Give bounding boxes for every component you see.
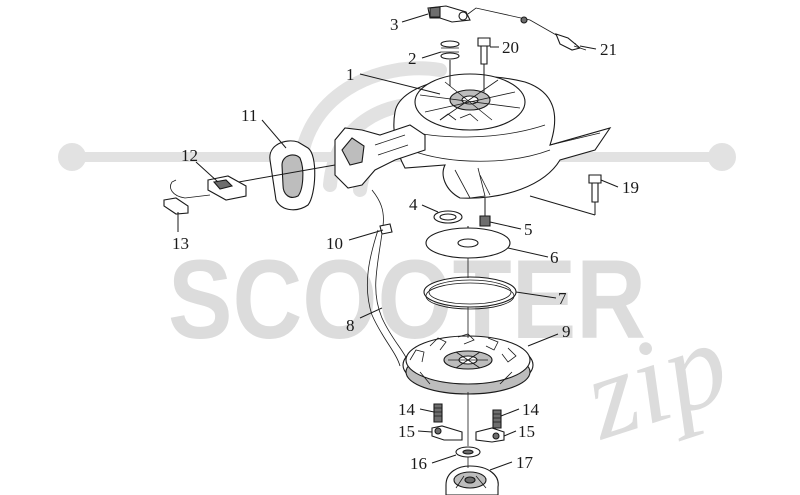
- callout-11: 11: [241, 106, 257, 125]
- callout-7: 7: [558, 289, 567, 308]
- screw-right: [529, 174, 602, 216]
- callout-15-right: 15: [518, 422, 535, 441]
- watermark-brand: SCOOTER: [168, 237, 646, 362]
- callout-labels: 1 2 3 4 5 6 7 8 9 10 11 12 13 14 14 15 1…: [172, 15, 639, 473]
- ratchet-spring-left: [433, 403, 443, 423]
- callout-13: 13: [172, 234, 189, 253]
- callout-1: 1: [346, 65, 355, 84]
- control-cable: [366, 189, 409, 367]
- callout-16: 16: [410, 454, 427, 473]
- callout-20: 20: [502, 38, 519, 57]
- callout-10: 10: [326, 234, 343, 253]
- rope-guide-arm: [334, 124, 426, 189]
- callout-8: 8: [346, 316, 355, 335]
- callout-19: 19: [622, 178, 639, 197]
- callout-21: 21: [600, 40, 617, 59]
- choke-hook: [163, 179, 211, 215]
- callout-9: 9: [562, 322, 571, 341]
- callout-5: 5: [524, 220, 533, 239]
- cable-holder: [207, 175, 247, 201]
- leader-lines: [177, 13, 619, 471]
- callout-2: 2: [408, 49, 417, 68]
- screw-top: [477, 37, 491, 92]
- callout-3: 3: [390, 15, 399, 34]
- callout-17: 17: [516, 453, 534, 472]
- pawl-right: [475, 427, 505, 443]
- starter-housing: [393, 73, 612, 199]
- ratchet-plate: [445, 465, 499, 495]
- cable-end: [467, 7, 587, 51]
- callout-14-left: 14: [398, 400, 416, 419]
- pulley: [402, 333, 534, 395]
- small-ring: [433, 210, 463, 224]
- pin: [479, 198, 491, 227]
- ratchet-spring-right: [492, 409, 502, 429]
- housing-arrow-marks: [439, 113, 479, 122]
- handle-grip: [269, 140, 316, 211]
- bracket: [427, 5, 471, 23]
- callout-15-left: 15: [398, 422, 415, 441]
- spring: [440, 40, 460, 86]
- washer: [455, 446, 481, 458]
- callout-4: 4: [409, 195, 418, 214]
- callout-14-right: 14: [522, 400, 540, 419]
- pawl-left: [431, 425, 463, 441]
- callout-6: 6: [550, 248, 559, 267]
- flat-disk: [425, 226, 511, 259]
- callout-12: 12: [181, 146, 198, 165]
